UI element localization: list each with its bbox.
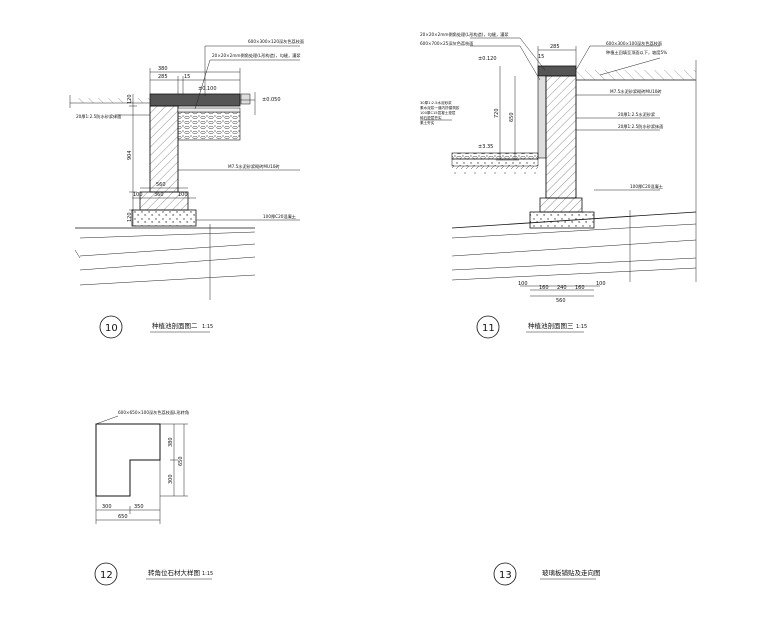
detail-12-dim-bottom-1: 350 [134,504,144,510]
detail-12-dim-bottom-2: 650 [118,514,128,520]
detail-12-number-circle [94,562,118,586]
detail-11-dim-bottom-1: 160 [539,285,549,291]
detail-11-note-4: 素土夯实 [420,120,435,125]
detail-11-dim-side-0: 720 [494,108,500,118]
detail-11-dim-side-1: 650 [509,112,515,122]
detail-12-title: 转角位石材大样图 [148,568,200,577]
detail-10-dim-bottom-1: 100 [133,192,143,198]
detail-11-callout-plaster1: 20厚1:2.5水泥砂浆 [618,111,656,118]
detail-10-callout-footing: 100厚C20混凝土 [263,213,296,220]
detail-12-dim-right-0: 380 [168,437,174,447]
detail-11-callout-wall: M7.5水泥砂浆砌砖MU10砖 [610,88,662,95]
detail-11-section [420,37,697,297]
detail-11-note-1: 素水泥浆一道内掺建筑胶 [420,105,460,110]
detail-10-dim-top-2: 15 [184,74,190,80]
detail-10-dim-bottom-2: 360 [154,192,164,198]
corner-stone-outline [95,423,161,497]
detail-11-callout-cap: 600×300×100深灰色荔枝面 [606,40,662,47]
brick-wall-10 [149,105,179,193]
detail-10-level-0: ±0.100 [198,86,217,92]
detail-13-number-circle [493,562,517,586]
detail-12-callout: 600×650×100深灰色荔枝面L形转角 [118,409,189,416]
detail-11-title: 种植池剖面图三 [528,321,574,330]
detail-11-dim-bottom-2: 240 [557,285,567,291]
detail-10-dim-top-1: 285 [158,74,168,80]
detail-10-callout-waterproof: 20厚1:2.5防水砂浆抹面 [76,113,121,120]
detail-10-section [69,45,300,300]
detail-10-dim-side-2: 120 [127,212,133,222]
cap-stone-11 [537,65,577,77]
detail-10-dim-side-0: 120 [127,94,133,104]
detail-11-callout-planting: 种植土回填至顶面以下，坡度5% [606,49,667,56]
detail-12-dim-bottom-0: 300 [102,504,112,510]
detail-10-dim-bottom-0: 560 [156,182,166,188]
detail-11-callout-facing: 600×700×25深灰色荔枝面 [420,40,473,47]
detail-11-scale: 1:15 [576,324,587,330]
detail-10-dim-side-1: 904 [127,150,133,160]
detail-11-level-1: ±3.35 [478,144,493,150]
detail-10-scale: 1:15 [202,324,213,330]
detail-10-number: 10 [105,323,118,334]
detail-11-dim-top-1: 15 [538,54,544,60]
footing-11 [529,211,595,229]
detail-11-dim-bottom-0: 100 [518,281,528,287]
detail-11-dim-bottom-5: 560 [556,298,566,304]
detail-10-callout-cap: 600×300×120深灰色荔枝面 [248,38,304,45]
detail-12-scale: 1:15 [202,571,213,577]
detail-10-callout-wall: M7.5水泥砂浆砌砖MU10砖 [228,163,280,170]
detail-12-dim-right-1: 300 [168,474,174,484]
detail-11-note-0: 30厚1:2.5水泥砂浆 [420,100,452,105]
brick-wall-11 [545,75,577,199]
cap-stone-10 [149,93,241,107]
detail-12-dim-right-2: 650 [178,456,184,466]
detail-10-dim-top-0: 380 [158,66,168,72]
detail-10-number-circle [99,315,123,339]
detail-13-title: 玻璃板铺贴及走向图 [542,568,601,577]
footing-10 [131,209,197,227]
detail-11-number-circle [476,315,500,339]
detail-11-level-0: ±0.120 [478,56,497,62]
detail-10-dim-bottom-3: 100 [178,192,188,198]
detail-11-dim-bottom-3: 160 [575,285,585,291]
detail-11-callout-footing: 100厚C20混凝土 [630,183,663,190]
detail-11-dim-bottom-4: 100 [596,281,606,287]
detail-11-dim-top-0: 285 [550,44,560,50]
detail-11-note-3: 碎石垫层夯实 [420,115,442,120]
detail-11-callout-plaster2: 20厚1:2.5防水砂浆抹面 [618,123,663,130]
detail-10-callout-joint: 20×20×2mm倒角处理(L形构造)，勾缝，灌浆 [212,52,301,59]
detail-11-callout-joint: 20×20×2mm倒角处理(L形构造)，勾缝，灌浆 [420,31,509,38]
detail-13-number: 13 [499,570,512,581]
detail-11-number: 11 [482,323,495,334]
detail-12-number: 12 [100,570,113,581]
detail-10-title: 种植池剖面图二 [152,321,198,330]
detail-12-plan [95,415,188,524]
detail-10-level-1: ±0.050 [262,97,281,103]
detail-11-note-2: 100厚C15混凝土垫层 [420,110,456,115]
